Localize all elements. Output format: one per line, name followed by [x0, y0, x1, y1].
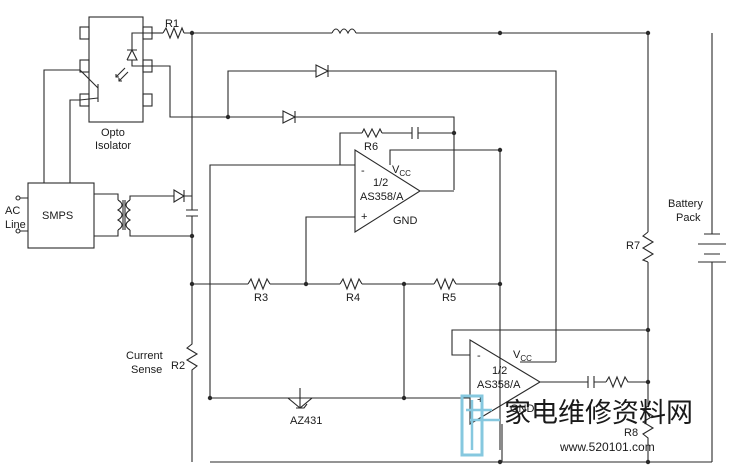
ac-label: AC [5, 205, 20, 217]
line-label: Line [5, 219, 26, 231]
r8-label: R8 [624, 427, 638, 439]
r6-label: R6 [364, 141, 378, 153]
diode-feedback-a [152, 65, 455, 190]
resistor-chain [192, 277, 500, 398]
opamp-upper-vcc: VCC [392, 164, 411, 178]
r7-label: R7 [626, 240, 640, 252]
r1-resistor [162, 26, 185, 40]
lower-feedback-resistor [605, 375, 648, 389]
opamp-lower [210, 329, 648, 462]
opamp-lower-half: 1/2 [492, 365, 507, 377]
opto-isolator [79, 16, 153, 123]
junction-dots [189, 30, 651, 465]
opamp-upper-name: AS358/A [360, 191, 404, 203]
watermark-text: 家电维修资料网 [504, 398, 693, 428]
opamp-upper [209, 127, 501, 450]
r5-resistor [433, 277, 457, 291]
az431-label: AZ431 [290, 415, 322, 427]
r8-resistor [641, 360, 655, 462]
r2-label: R2 [171, 360, 185, 372]
watermark-url: www.520101.com [559, 440, 655, 454]
rectifier-diode [166, 189, 192, 203]
inductor [331, 28, 357, 35]
watermark-logo-icon [460, 394, 484, 457]
r5-label: R5 [442, 292, 456, 304]
opamp-upper-minus: - [361, 165, 365, 177]
current-label: Current [126, 350, 163, 362]
opamp-upper-half: 1/2 [373, 177, 388, 189]
r3-label: R3 [254, 292, 268, 304]
r3-resistor [247, 277, 271, 291]
sense-label: Sense [131, 364, 162, 376]
filter-capacitor [186, 33, 198, 340]
opamp-lower-vcc: VCC [513, 349, 532, 363]
diode-feedback-b [227, 64, 557, 362]
battery-pack-symbol [698, 33, 726, 462]
r1-label: R1 [165, 18, 179, 30]
pack-label: Pack [676, 212, 701, 224]
opto-label: Opto [101, 127, 125, 139]
opamp-lower-name: AS358/A [477, 379, 521, 391]
r2-resistor [185, 340, 199, 462]
r4-resistor [339, 277, 363, 291]
r7-resistor [641, 231, 655, 263]
opamp-upper-plus: + [361, 211, 367, 223]
transformer [94, 193, 192, 237]
r6-resistor [361, 127, 383, 139]
opamp-lower-minus: - [477, 350, 481, 362]
isolator-label: Isolator [95, 140, 131, 152]
opamp-upper-gnd: GND [393, 215, 418, 227]
smps-block [15, 182, 95, 249]
opamp-lower-plus: + [477, 394, 483, 406]
r4-label: R4 [346, 292, 360, 304]
battery-label: Battery [668, 198, 703, 210]
az431-reference [286, 397, 314, 409]
smps-label: SMPS [42, 210, 73, 222]
opamp-lower-gnd: GND [510, 403, 535, 415]
watermark: 家电维修资料网 www.520101.com [460, 394, 693, 457]
